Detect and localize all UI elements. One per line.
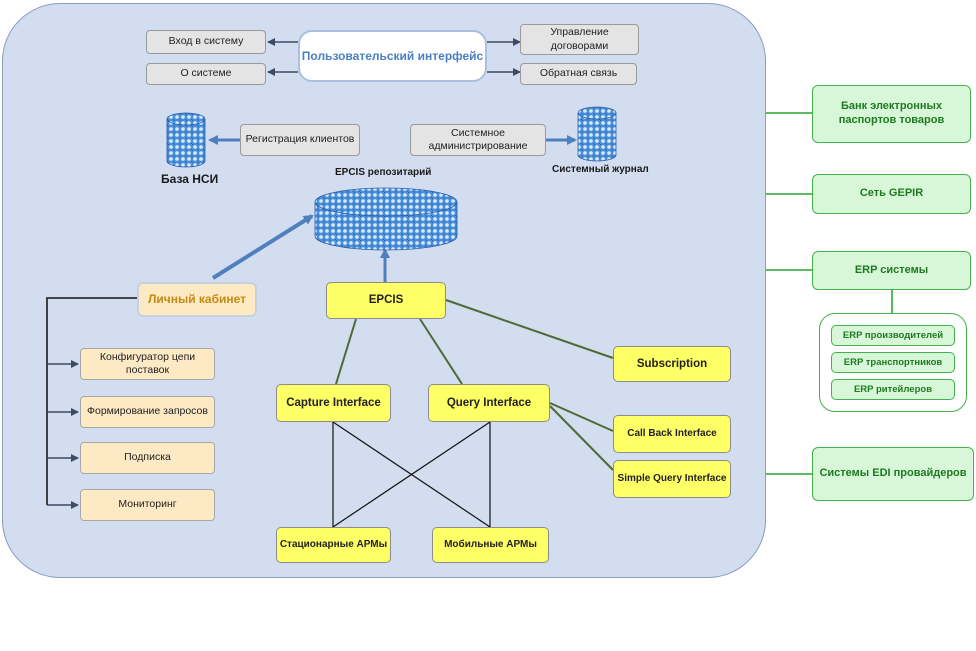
admin-box: Системное администрирование (410, 124, 546, 156)
about-box: О системе (146, 63, 266, 85)
db-epcis-repository-icon (314, 187, 458, 251)
external-links (766, 112, 893, 475)
cabinet-item-queries: Формирование запросов (80, 396, 215, 428)
feedback-box: Обратная связь (520, 63, 637, 85)
simple-query-interface-box: Simple Query Interface (613, 460, 731, 498)
capture-interface-box: Capture Interface (276, 384, 391, 422)
query-interface-box: Query Interface (428, 384, 550, 422)
gepir-box: Сеть GEPIR (812, 174, 971, 214)
db-system-log-icon (577, 106, 617, 162)
stationary-workstations-box: Стационарные АРМы (276, 527, 391, 563)
epcis-box: EPCIS (326, 282, 446, 319)
system-log-label: Системный журнал (552, 164, 649, 175)
callback-interface-box: Call Back Interface (613, 415, 731, 453)
erp-retailers-box: ERP ритейлеров (831, 379, 955, 400)
mobile-workstations-box: Мобильные АРМы (432, 527, 549, 563)
edi-providers-box: Системы EDI провайдеров (812, 447, 974, 501)
blue-arrows (208, 135, 577, 282)
nsi-db-label: База НСИ (161, 172, 219, 186)
repository-label: EPCIS репозитарий (335, 167, 432, 178)
login-box: Вход в систему (146, 30, 266, 54)
interface-arrows (267, 38, 521, 76)
erp-systems-box: ERP системы (812, 251, 971, 290)
cabinet-bracket (46, 297, 137, 509)
user-interface-box: Пользовательский интерфейс (298, 30, 487, 82)
db-nsi-icon (166, 112, 206, 168)
cabinet-box: Личный кабинет (137, 282, 257, 317)
subscription-box: Subscription (613, 346, 731, 382)
registration-box: Регистрация клиентов (240, 124, 360, 156)
workstation-connectors (332, 421, 491, 528)
cabinet-item-configurator: Конфигуратор цепи поставок (80, 348, 215, 380)
bank-passports-box: Банк электронных паспортов товаров (812, 85, 971, 143)
contracts-box: Управление договорами (520, 24, 639, 55)
erp-manufacturers-box: ERP производителей (831, 325, 955, 346)
epcis-connectors (335, 299, 614, 471)
erp-transport-box: ERP транспортников (831, 352, 955, 373)
cabinet-item-subscription: Подписка (80, 442, 215, 474)
cabinet-item-monitoring: Мониторинг (80, 489, 215, 521)
